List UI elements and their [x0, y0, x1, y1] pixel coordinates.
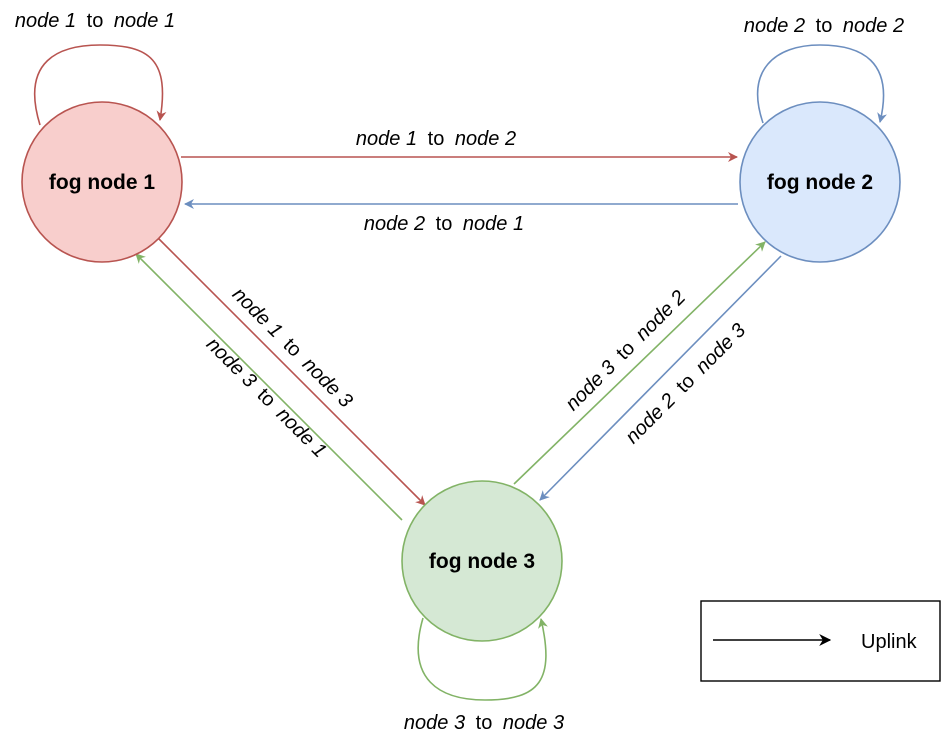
label-to-word: to [279, 334, 306, 361]
label-to: node 1 [114, 10, 175, 32]
label-from: node 3 [561, 356, 620, 415]
label-from: node 2 [744, 15, 805, 37]
label-to-word: to [428, 128, 445, 150]
label-to: node 1 [463, 213, 524, 235]
edge-node3-to-node1 [135, 253, 403, 521]
label-to-word: to [476, 712, 493, 734]
label-to-word: to [672, 370, 699, 397]
edge-node1-to-node3 [157, 237, 426, 506]
label-node1-to-node2: node 1 to node 2 [356, 128, 516, 150]
fog-node-1[interactable]: fog node 1 [21, 101, 183, 263]
fog-node-2[interactable]: fog node 2 [739, 101, 901, 263]
fog-node-2-label: fog node 2 [767, 171, 873, 194]
label-to-word: to [87, 10, 104, 32]
fog-node-1-label: fog node 1 [49, 171, 155, 194]
label-to: node 3 [503, 712, 564, 734]
label-node2-to-node1: node 2 to node 1 [364, 213, 524, 235]
label-from: node 1 [228, 283, 287, 342]
label-to: node 2 [455, 128, 516, 150]
fog-node-3-circle [401, 480, 563, 642]
label-to: node 3 [298, 353, 357, 412]
label-node3-to-node1: node 3 to node 1 [202, 333, 331, 462]
label-from: node 2 [364, 213, 425, 235]
edge-node2-to-node2 [757, 44, 887, 124]
edge-node2-to-node3 [539, 255, 782, 501]
label-to: node 2 [631, 286, 690, 345]
label-node1-to-node1: node 1 to node 1 [15, 10, 175, 32]
label-from: node 1 [356, 128, 417, 150]
label-to-word: to [816, 15, 833, 37]
fog-node-3-label: fog node 3 [429, 550, 535, 573]
edge-node1-to-node1 [34, 44, 167, 126]
legend: Uplink [700, 600, 941, 682]
label-to-word: to [253, 384, 280, 411]
label-to: node 2 [843, 15, 904, 37]
label-from: node 2 [621, 389, 680, 448]
label-to-word: to [612, 337, 639, 364]
edge-node3-to-node2 [513, 241, 766, 485]
legend-uplink-label: Uplink [861, 631, 918, 653]
label-to: node 1 [272, 403, 331, 462]
fog-node-1-circle [21, 101, 183, 263]
fog-node-2-circle [739, 101, 901, 263]
label-node2-to-node2: node 2 to node 2 [744, 15, 904, 37]
label-from: node 3 [404, 712, 465, 734]
label-to-word: to [436, 213, 453, 235]
fog-node-3[interactable]: fog node 3 [401, 480, 563, 642]
edge-node3-to-node3 [417, 617, 548, 701]
label-to: node 3 [691, 319, 750, 378]
label-from: node 3 [202, 333, 261, 392]
label-from: node 1 [15, 10, 76, 32]
label-node3-to-node3: node 3 to node 3 [404, 712, 564, 734]
